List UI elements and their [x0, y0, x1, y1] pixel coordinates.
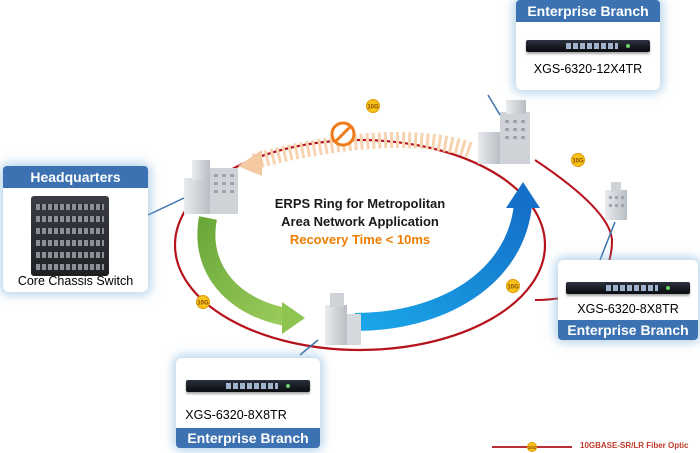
blocked-path-arrow	[238, 132, 473, 176]
building-bottom-branch-icon	[325, 293, 361, 345]
core-chassis-switch-image	[31, 196, 109, 276]
legend-line: 10G	[492, 442, 572, 452]
building-top-branch-icon	[478, 100, 530, 164]
ring-title-line2: Area Network Application	[281, 214, 439, 229]
enterprise-branch-right-title: Enterprise Branch	[558, 320, 698, 340]
enterprise-branch-top-title: Enterprise Branch	[516, 0, 660, 22]
fiber-ring	[173, 138, 547, 352]
connector-right-branch	[599, 221, 616, 261]
blue-traffic-arrow	[354, 182, 540, 331]
blocked-icon	[330, 121, 356, 147]
svg-text:10G: 10G	[528, 445, 537, 450]
svg-text:10G: 10G	[507, 285, 519, 291]
enterprise-branch-right-card: XGS-6320-8X8TR Enterprise Branch	[558, 260, 698, 340]
xgs-6320-12x4tr-switch-image	[526, 40, 650, 52]
xgs-6320-8x8tr-label: XGS-6320-8X8TR	[577, 302, 679, 316]
xgs-6320-8x8tr-bottom-switch-image	[186, 380, 310, 392]
legend-label: 10GBASE-SR/LR Fiber Optic	[580, 441, 689, 450]
ring-title-line1: ERPS Ring for Metropolitan	[274, 196, 446, 211]
link-badge: 10G	[506, 279, 520, 293]
connector-hq	[147, 197, 185, 216]
green-traffic-arrow	[197, 216, 305, 334]
link-badge: 10G	[196, 295, 210, 309]
enterprise-branch-bottom-title: Enterprise Branch	[176, 428, 320, 448]
headquarters-card: Headquarters Core Chassis Switch	[3, 166, 148, 292]
enterprise-branch-bottom-card: XGS-6320-8X8TR Enterprise Branch	[176, 358, 320, 448]
headquarters-title: Headquarters	[3, 166, 148, 188]
connector-bottom-branch	[299, 339, 319, 356]
xgs-6320-8x8tr-switch-image	[566, 282, 690, 294]
link-badge: 10G	[571, 153, 585, 167]
link-badge: 10G	[366, 99, 380, 113]
building-headquarters-icon	[184, 160, 238, 214]
core-chassis-switch-label: Core Chassis Switch	[17, 274, 134, 288]
svg-text:10G: 10G	[367, 105, 379, 111]
recovery-time-label: Recovery Time < 10ms	[289, 232, 431, 247]
svg-text:10G: 10G	[572, 159, 584, 165]
xgs-6320-12x4tr-label: XGS-6320-12X4TR	[533, 62, 643, 76]
building-right-branch-icon	[605, 182, 627, 220]
svg-text:10G: 10G	[197, 301, 209, 307]
connector-top-branch	[487, 94, 501, 116]
xgs-6320-8x8tr-bottom-label: XGS-6320-8X8TR	[185, 408, 287, 422]
enterprise-branch-top-card: Enterprise Branch XGS-6320-12X4TR	[516, 0, 660, 90]
